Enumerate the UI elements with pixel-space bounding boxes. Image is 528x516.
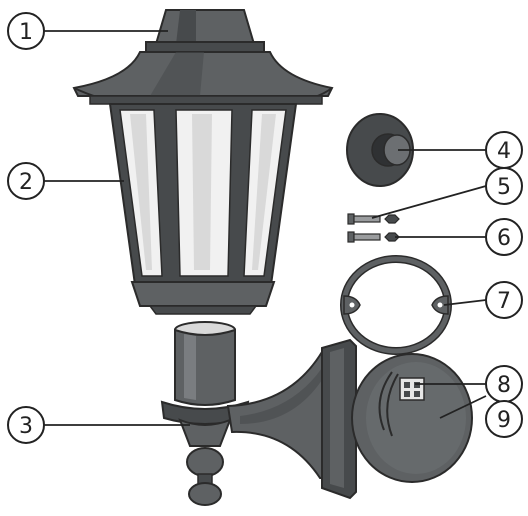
callout-number-1: 1 [19, 20, 33, 45]
callout-number-5: 5 [497, 175, 511, 200]
wall-plate [352, 354, 472, 482]
lantern-roof [74, 52, 332, 104]
callout-5: 5 [486, 168, 522, 204]
callout-number-9: 9 [497, 408, 511, 433]
callout-3: 3 [8, 407, 44, 443]
callout-number-8: 8 [497, 373, 511, 398]
callout-8: 8 [486, 366, 522, 402]
callout-7: 7 [486, 282, 522, 318]
callout-number-6: 6 [497, 226, 511, 251]
callout-number-4: 4 [497, 139, 511, 164]
wall-arm [162, 322, 356, 505]
callout-9: 9 [486, 401, 522, 437]
callout-1: 1 [8, 13, 44, 49]
callout-number-7: 7 [497, 289, 511, 314]
callout-2: 2 [8, 163, 44, 199]
callout-6: 6 [486, 219, 522, 255]
lantern [74, 10, 332, 314]
lantern-glass-body [110, 104, 296, 314]
callout-4: 4 [486, 132, 522, 168]
screws [348, 214, 380, 242]
callout-number-3: 3 [19, 414, 33, 439]
callout-number-2: 2 [19, 170, 33, 195]
mounting-ring [344, 259, 448, 351]
